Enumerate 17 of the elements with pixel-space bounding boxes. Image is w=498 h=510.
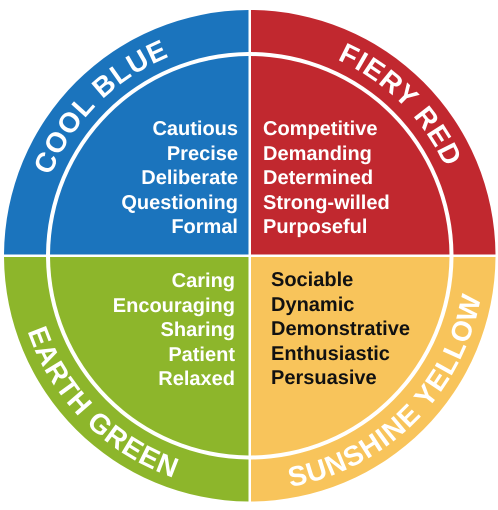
trait-word: Deliberate bbox=[141, 166, 238, 190]
trait-word: Sharing bbox=[160, 318, 235, 342]
trait-word: Encouraging bbox=[112, 294, 235, 318]
trait-word: Demanding bbox=[263, 142, 372, 166]
trait-word: Cautious bbox=[152, 117, 238, 142]
quadrant-segment bbox=[251, 10, 496, 254]
trait-word: Caring bbox=[172, 269, 235, 294]
trait-word: Questioning bbox=[121, 190, 238, 215]
trait-word: Strong-willed bbox=[263, 190, 390, 215]
trait-word: Precise bbox=[166, 142, 238, 166]
trait-word: Determined bbox=[263, 166, 374, 190]
trait-word: Formal bbox=[171, 215, 238, 240]
trait-word: Competitive bbox=[263, 117, 378, 142]
trait-word: Sociable bbox=[271, 268, 354, 292]
quadrant-segment bbox=[4, 10, 248, 254]
trait-word: Purposeful bbox=[263, 215, 368, 240]
trait-word: Patient bbox=[168, 342, 235, 367]
